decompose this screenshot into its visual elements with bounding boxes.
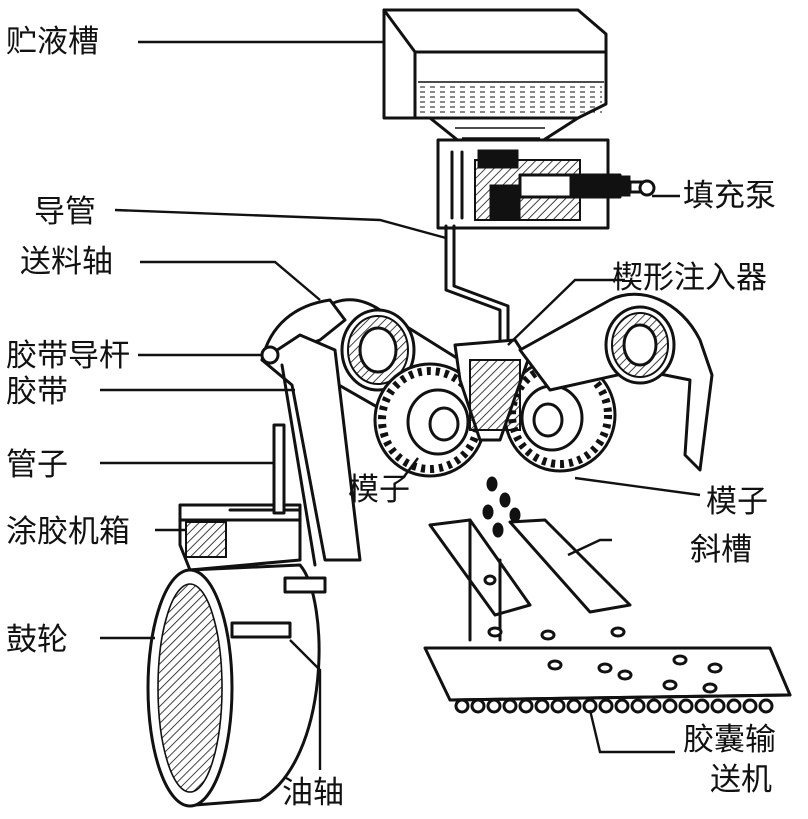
conveyor-roller [566,698,582,714]
conveyor-roller [614,698,630,714]
conveyor-roller [598,698,614,714]
tube [272,423,286,515]
conveyor-roller [662,698,678,714]
conveyor-roller [502,698,518,714]
label-tube: 管子 [6,447,68,483]
conveyor-roller [534,698,550,714]
label-belt-guide: 胶带导杆 [6,338,130,374]
liquid-tank [382,8,608,152]
label-feed-shaft: 送料轴 [20,244,113,280]
conveyor-roller [630,698,646,714]
label-conveyor-line2: 送机 [710,762,772,798]
conveyor-roller [710,698,726,714]
chute [428,518,632,642]
label-conduit: 导管 [34,194,96,230]
label-glue-box: 涂胶机箱 [6,514,130,550]
filling-pump [436,138,656,230]
die-roller-right [503,357,617,473]
conveyor-roller [518,698,534,714]
conveyor-roller [726,698,742,714]
conveyor-roller [550,698,566,714]
leader-lines [100,40,701,770]
label-die-right: 模子 [706,484,768,520]
conduit [444,224,510,362]
conveyor-roller [742,698,758,714]
conveyor-roller [694,698,710,714]
label-chute: 斜槽 [690,532,752,568]
label-wedge-injector: 楔形注入器 [612,260,767,296]
right-belt-guide [518,292,714,472]
label-conveyor-line1: 胶囊输 [683,722,776,758]
label-oil-shaft: 油轴 [282,775,344,811]
label-pump: 填充泵 [683,178,776,214]
conveyor-roller [646,698,662,714]
label-drum: 鼓轮 [6,622,68,658]
conveyor-roller [758,698,774,714]
label-belt: 胶带 [6,374,68,410]
feed-shaft-left [340,308,416,392]
conveyor-roller [486,698,502,714]
conveyor-roller [678,698,694,714]
glue-box [178,503,302,572]
falling-capsules [482,476,521,538]
capsule-conveyor [423,646,792,714]
label-tank: 贮液槽 [6,24,99,60]
drum [146,563,327,808]
conveyor-roller [454,698,470,714]
wedge-injector [453,338,530,442]
conveyor-roller [470,698,486,714]
label-die-left: 模子 [348,472,410,508]
labels: 贮液槽 填充泵 导管 送料轴 楔形注入器 胶带导杆 胶带 管子 涂胶机箱 模子 … [6,24,776,811]
